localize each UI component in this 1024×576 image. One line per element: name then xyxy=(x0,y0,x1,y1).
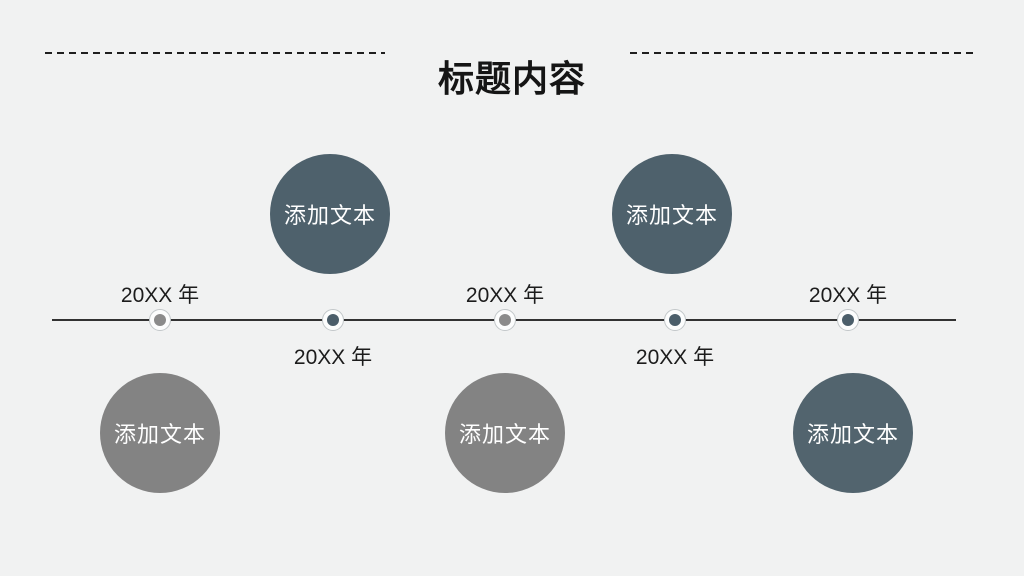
title-divider-left xyxy=(45,52,385,54)
year-label-5[interactable]: 20XX 年 xyxy=(808,284,888,307)
text-placeholder-circle-3[interactable]: 添加文本 xyxy=(445,373,565,493)
timeline-node-4 xyxy=(664,309,686,331)
timeline-node-dot xyxy=(327,314,339,326)
timeline-node-dot xyxy=(499,314,511,326)
title-divider-right xyxy=(630,52,975,54)
year-label-4[interactable]: 20XX 年 xyxy=(635,346,715,369)
year-label-3[interactable]: 20XX 年 xyxy=(465,284,545,307)
year-label-2[interactable]: 20XX 年 xyxy=(293,346,373,369)
timeline-node-1 xyxy=(149,309,171,331)
text-placeholder-circle-2[interactable]: 添加文本 xyxy=(270,154,390,274)
text-placeholder-circle-4[interactable]: 添加文本 xyxy=(612,154,732,274)
timeline-node-5 xyxy=(837,309,859,331)
timeline-node-2 xyxy=(322,309,344,331)
page-title[interactable]: 标题内容 xyxy=(437,58,586,100)
year-label-1[interactable]: 20XX 年 xyxy=(120,284,200,307)
timeline-node-dot xyxy=(154,314,166,326)
timeline-node-3 xyxy=(494,309,516,331)
text-placeholder-circle-5[interactable]: 添加文本 xyxy=(793,373,913,493)
timeline-node-dot xyxy=(842,314,854,326)
text-placeholder-circle-1[interactable]: 添加文本 xyxy=(100,373,220,493)
timeline-node-dot xyxy=(669,314,681,326)
